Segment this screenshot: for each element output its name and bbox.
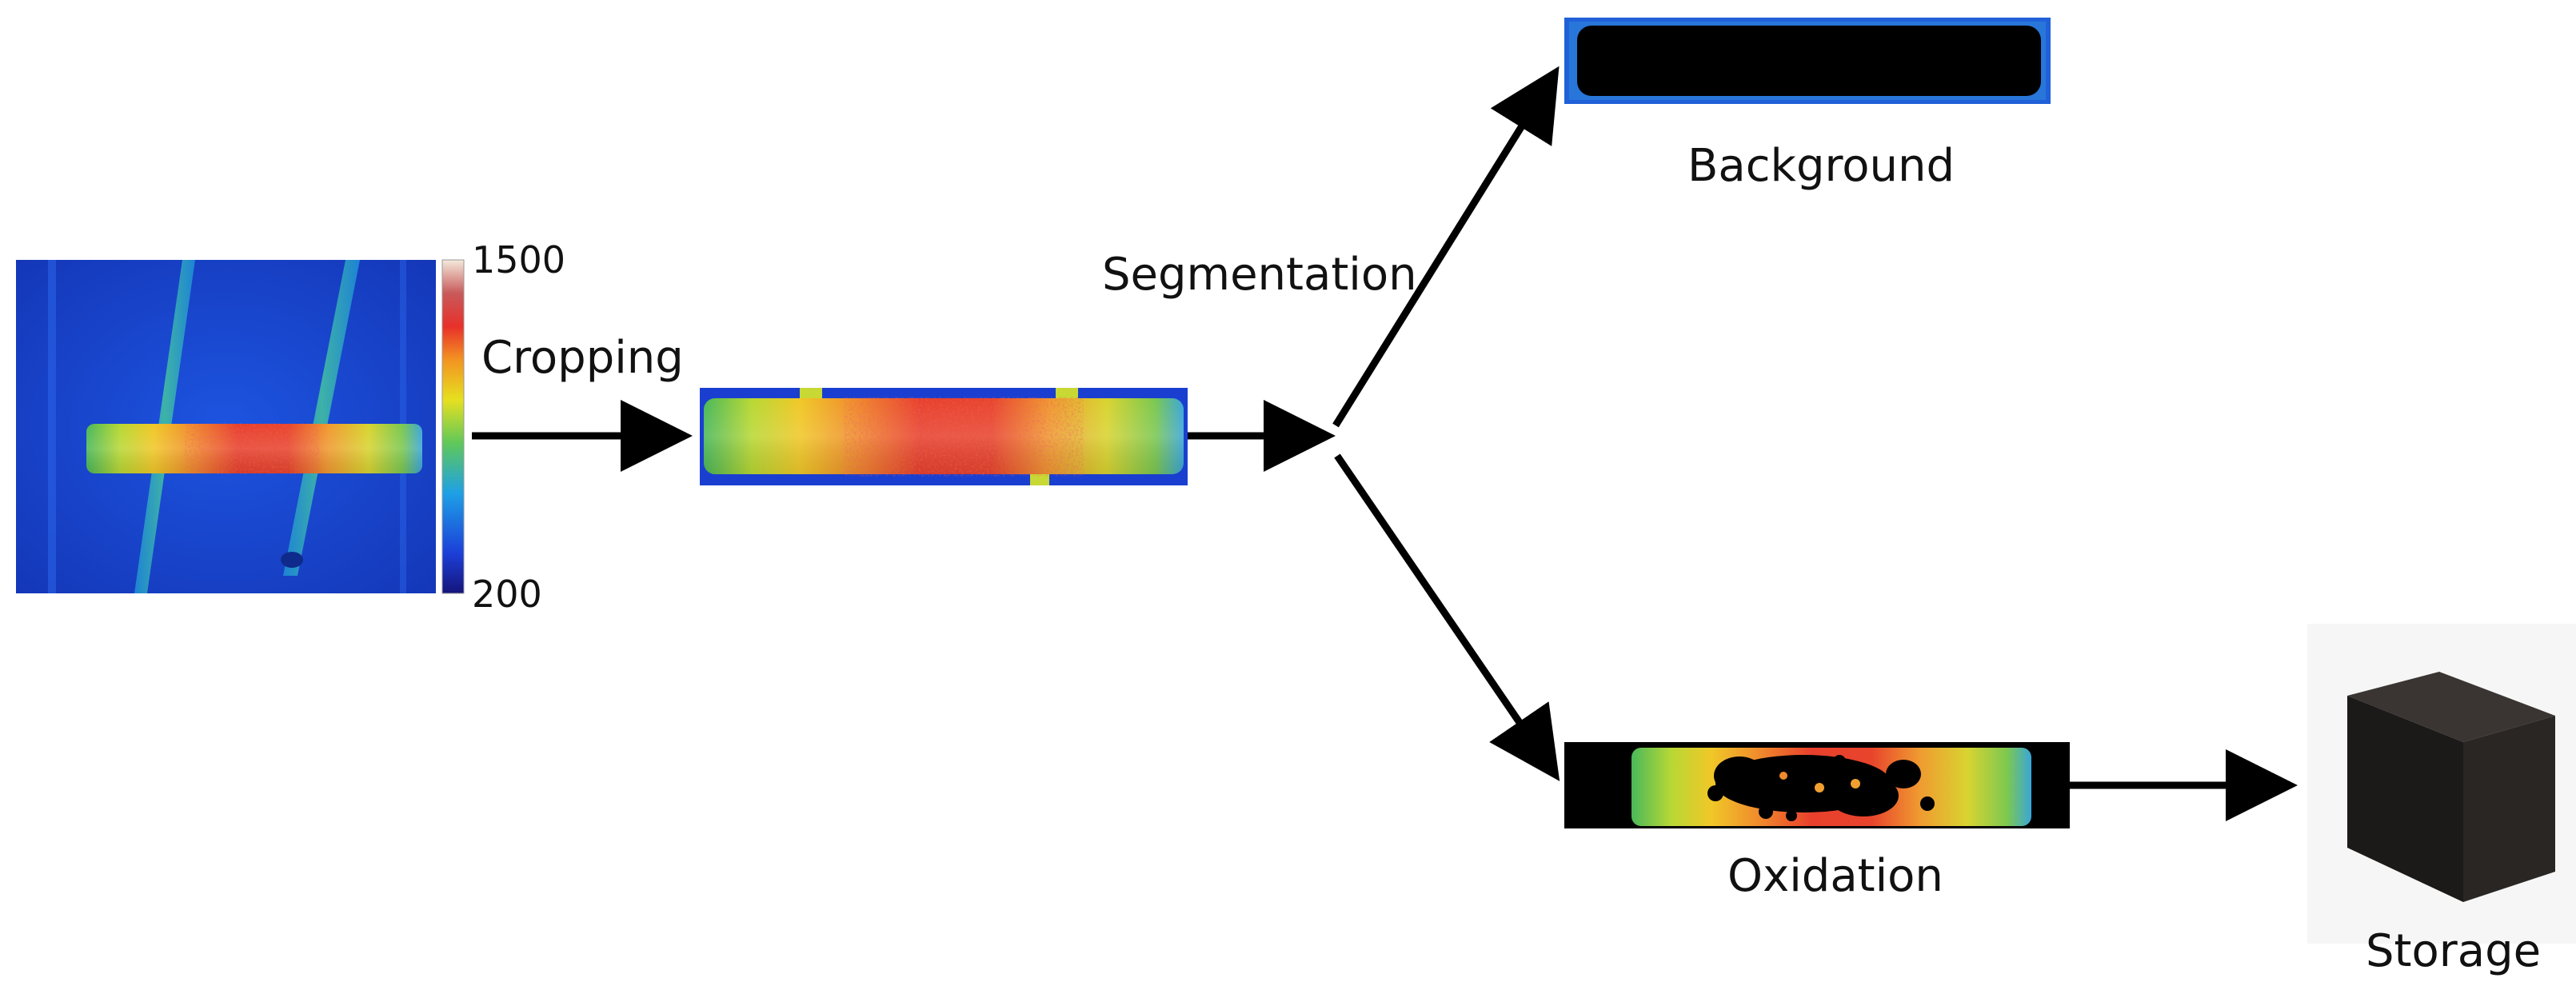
storage-cube-icon (2307, 624, 2576, 944)
cropping-label: Cropping (481, 332, 684, 384)
background-mask-image (1564, 18, 2051, 104)
arrow-background (1332, 66, 1560, 428)
arrows (472, 66, 2298, 821)
segmentation-label: Segmentation (1102, 249, 1417, 301)
raw-thermal-image (16, 260, 436, 593)
oxidation-label: Oxidation (1727, 850, 1943, 902)
colorbar-max-label: 1500 (472, 238, 566, 281)
cropped-thermal-image (700, 388, 1188, 485)
storage-label: Storage (2366, 925, 2542, 977)
background-label: Background (1687, 140, 1955, 192)
arrow-oxidation (1334, 453, 1560, 781)
oxidation-mask-image (1564, 742, 2070, 828)
colorbar-min-label: 200 (472, 573, 542, 616)
colorbar (441, 259, 465, 594)
